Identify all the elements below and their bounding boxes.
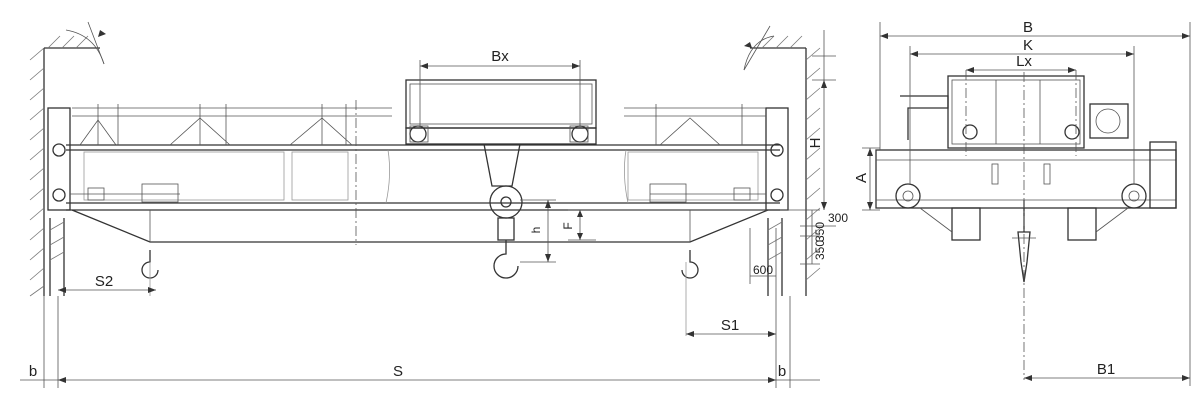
dim-Lx-label: Lx (1016, 53, 1032, 70)
dim-bx-label: Bx (491, 48, 509, 65)
dim-span-s-label: S (393, 363, 403, 380)
dim-K: K (909, 37, 1135, 184)
dim-600-label: 600 (753, 263, 773, 277)
left-building-wall (29, 21, 106, 297)
dim-Lx: Lx (966, 53, 1076, 73)
dim-300: 300 (800, 211, 848, 227)
dim-span-s: S b b (20, 296, 820, 388)
dim-h-lower: h (520, 199, 556, 263)
dim-B: B (879, 19, 1191, 386)
dim-bx: Bx (419, 48, 581, 128)
dim-350-b-label: 350 (813, 240, 827, 260)
crane-bridge-front (47, 100, 789, 336)
dim-K-label: K (1023, 37, 1033, 54)
dim-350-a-label: 350 (813, 222, 827, 242)
dim-H-label: H (807, 138, 824, 149)
dim-A: A (853, 147, 880, 211)
dim-f-label: F (561, 222, 575, 229)
dim-B1: B1 (1024, 361, 1190, 381)
dim-s2: S2 (58, 273, 156, 293)
crane-side-view (875, 70, 1177, 380)
dim-b-left-label: b (29, 363, 37, 380)
trolley-front (405, 79, 597, 279)
dim-s1: S1 (686, 284, 777, 340)
dim-f: F (561, 209, 820, 241)
dim-s1-label: S1 (721, 317, 739, 334)
dim-A-label: A (853, 173, 870, 183)
dim-B1-label: B1 (1097, 361, 1115, 378)
dim-600: 600 (749, 228, 777, 284)
dim-H: H (807, 30, 836, 210)
dim-s2-label: S2 (95, 273, 113, 290)
dim-300-label: 300 (828, 211, 848, 225)
right-building-wall (743, 25, 821, 296)
dim-h-lower-label: h (529, 227, 543, 234)
dim-B-label: B (1023, 19, 1033, 36)
dim-b-right-label: b (778, 363, 786, 380)
dim-350-350: 350 350 (800, 210, 827, 265)
